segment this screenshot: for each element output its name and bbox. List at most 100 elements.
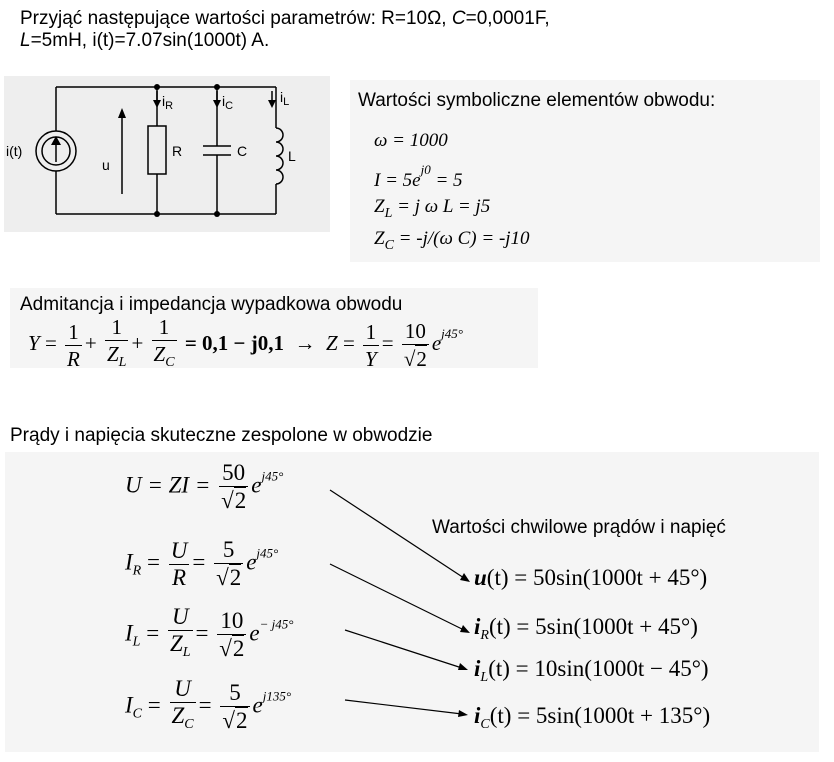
radicand: 2 [235,707,248,733]
i-symbol: I [125,620,133,646]
header-text: Przyjąć następujące wartości parametrów:… [20,8,452,29]
resistor-label: R [172,143,182,159]
fn-sub: C [480,717,490,732]
current-row: I = 5ej0 = 5 [374,162,463,192]
c-sub: C [184,717,194,732]
node-dot [154,211,160,217]
z-symbol: Z [106,342,119,366]
fn-symbol: i [474,656,481,681]
instantaneous-title: Wartości chwilowe prądów i napięć [432,517,726,538]
header-text: =5mH, i(t)=7.07sin(1000t) A. [30,30,270,51]
zc-symbol: Z [374,228,385,249]
fn-symbol: i [474,703,481,728]
numerator: U [168,604,193,630]
denominator: √2 [217,634,247,661]
ir-arrow-head [153,100,161,108]
numerator: U [170,676,196,702]
denominator: √2 [401,344,429,372]
fn-symbol: u [474,565,487,590]
voltage-arrow-head [118,108,126,118]
fraction: 10√2 [401,318,429,372]
radicand: 2 [231,635,245,661]
i-symbol: I [125,692,133,718]
fraction: 5√2 [214,537,244,591]
r-symbol: R [172,564,187,590]
exponent: j135° [262,688,292,704]
z-symbol: Z [169,631,183,656]
current-row-tail: = 5 [430,170,463,191]
zc-tail: = -j/(ω C) = -j10 [393,228,530,249]
zc-sub: C [384,238,394,253]
exponent: j45° [256,545,279,561]
symbolic-values-panel: Wartości symboliczne elementów obwodu: ω… [350,80,820,262]
denominator: √2 [214,563,244,590]
u-symbol: U [174,676,191,701]
current-source-outer [35,130,77,172]
numerator: 10 [220,608,244,633]
admittance-result: = 0,1 − j0,1 [184,330,284,355]
fraction: 5√2 [220,680,250,734]
numerator: 1 [68,319,79,344]
arrow-line [344,699,463,715]
z-symbol: Z [153,342,166,366]
fn-sub: R [480,628,489,643]
numerator: 5 [229,680,241,705]
numerator: 1 [365,319,377,344]
arrow-head [458,710,468,717]
l-sub: L [132,634,141,650]
ic-arrow-head [213,100,221,108]
il-arrow-head [268,100,276,108]
current-row-exp: j0 [420,162,431,177]
ic-label: iC [222,93,233,112]
numerator: 5 [222,537,235,562]
circuit-svg: i(t) u R C L iR iC iL [6,84,296,217]
header-text: =0,0001F, [465,8,550,29]
c-sub: C [132,706,143,722]
denominator: ZC [169,702,196,738]
fn-rest: (t) = 5sin(1000t + 45°) [488,614,698,639]
zl-tail: = j ω L = j5 [392,196,491,217]
zl-sub: L [384,206,393,221]
fn-rest: (t) = 5sin(1000t + 135°) [489,703,711,728]
fn-rest: (t) = 50sin(1000t + 45°) [486,565,708,590]
u-symbol: U [170,537,188,563]
radicand: 2 [415,345,427,371]
denominator: R [168,563,190,591]
arrow-icon: → [294,330,316,355]
i-symbol: I [125,549,133,575]
fn-rest: (t) = 10sin(1000t − 45°) [488,656,709,681]
zl-symbol: Z [374,196,385,217]
problem-statement: Przyjąć następujące wartości parametrów:… [20,8,550,52]
arrow-line [329,563,465,631]
header-c-symbol: C [451,8,466,29]
radicand: 2 [233,487,247,513]
fn-sub: L [480,670,489,685]
omega-row: ω = 1000 [374,130,448,151]
ir-label: iR [162,93,173,112]
r-symbol: R [67,346,80,371]
admittance-panel: Admitancja i impedancja wypadkowa obwodu… [10,288,538,371]
r-sub: R [132,563,142,579]
numerator: U [169,538,190,564]
inst-ic: iC(t) = 5sin(1000t + 135°) [474,703,710,733]
arrow-head [460,625,470,633]
denominator: ZC [151,340,177,376]
z-symbol: Z [326,330,338,355]
capacitor-label: C [237,143,247,159]
arrow-head [460,573,470,582]
node-dot [214,211,220,217]
fraction: 50√2 [219,460,249,514]
numerator: 1 [111,315,122,339]
source-label: i(t) [6,143,22,159]
y-symbol: Y [28,330,40,355]
c-sub: C [165,355,175,370]
